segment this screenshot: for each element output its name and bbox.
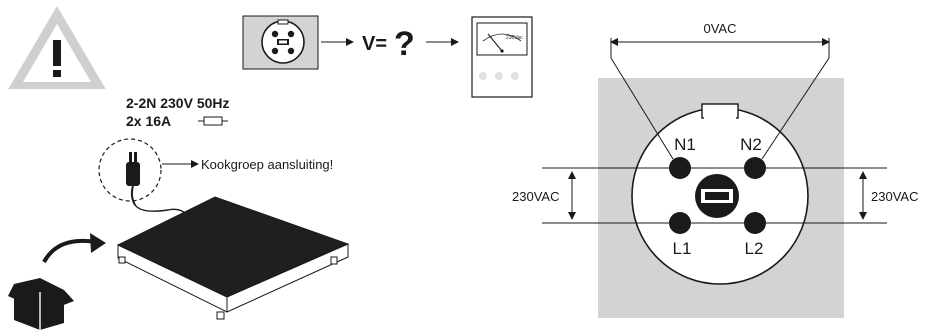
left-voltage-label: 230VAC xyxy=(512,189,559,204)
socket-thumbnail xyxy=(242,15,319,70)
fuse-icon xyxy=(198,116,228,126)
terminal-label-l2: L2 xyxy=(745,239,764,258)
meter-scale-label: 230Vac xyxy=(506,35,523,41)
socket-diagram xyxy=(542,38,887,318)
supply-spec-text: 2-2N 230V 50Hz xyxy=(126,95,230,111)
unboxing-icon xyxy=(8,233,106,330)
voltage-question-label: V= xyxy=(362,33,387,55)
socket-key-notch xyxy=(701,103,739,119)
terminal-l1 xyxy=(669,212,691,234)
fuse-spec-text: 2x 16A xyxy=(126,113,171,129)
terminal-n2 xyxy=(744,157,766,179)
warning-triangle-icon xyxy=(8,6,106,89)
right-voltage-label: 230VAC xyxy=(871,189,918,204)
connection-note: Kookgroep aansluiting! xyxy=(201,157,333,172)
terminal-label-n2: N2 xyxy=(740,135,762,154)
terminal-label-l1: L1 xyxy=(673,239,692,258)
terminal-l2 xyxy=(744,212,766,234)
terminal-n1 xyxy=(669,157,691,179)
terminal-label-n1: N1 xyxy=(674,135,696,154)
power-plug-icon xyxy=(98,138,162,206)
induction-hob xyxy=(116,196,350,320)
voltmeter-icon xyxy=(471,16,533,98)
zero-volt-label: 0VAC xyxy=(704,21,737,36)
question-mark: ? xyxy=(394,25,415,63)
